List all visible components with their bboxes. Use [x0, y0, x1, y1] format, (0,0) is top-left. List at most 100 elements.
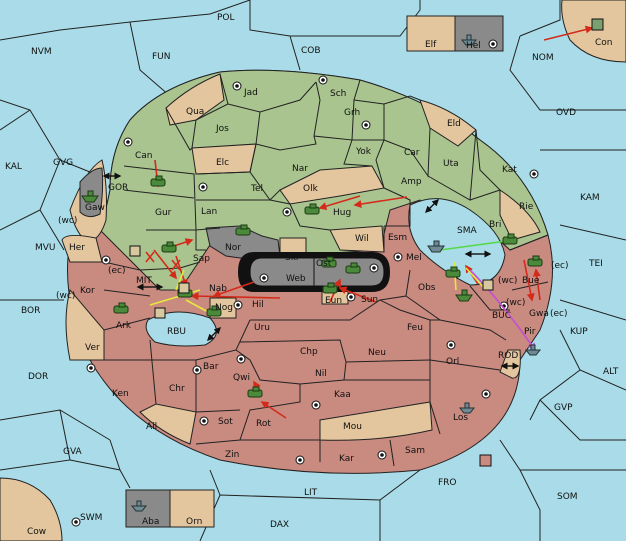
- label-ver: Ver: [85, 343, 100, 353]
- con-territory[interactable]: [561, 0, 626, 63]
- supply-marker-rbu: [154, 307, 166, 319]
- sea-label-fun: FUN: [152, 52, 171, 62]
- label-nar: Nar: [292, 164, 308, 174]
- sea-label-gva: GVA: [63, 447, 83, 457]
- her-territory[interactable]: [61, 234, 103, 263]
- label-sun: Sun: [361, 295, 378, 305]
- mou-territory[interactable]: [319, 401, 433, 441]
- label-bri: Bri: [489, 220, 501, 230]
- supply-marker-fro: [479, 454, 492, 467]
- land-borders: [103, 73, 549, 467]
- label-nil: Nil: [315, 369, 327, 379]
- label-kar: Kar: [339, 454, 354, 464]
- label-nog: Nog: [215, 303, 233, 313]
- sea-label-mit: MIT: [136, 276, 152, 286]
- grey-fleet-unit[interactable]: [524, 344, 542, 356]
- coast-tag: (wc): [56, 291, 75, 301]
- green-army-unit[interactable]: [150, 175, 166, 187]
- sea-label-alt: ALT: [603, 367, 619, 377]
- green-army-unit[interactable]: [247, 386, 263, 398]
- label-chr: Chr: [169, 384, 185, 394]
- green-army-unit[interactable]: [502, 233, 518, 245]
- label-skr: Skr: [285, 253, 300, 263]
- supply-centers: [71, 39, 539, 527]
- green-army-unit[interactable]: [445, 266, 461, 278]
- label-amp: Amp: [401, 177, 422, 187]
- eld-territory[interactable]: [419, 99, 477, 147]
- label-ost: Ost: [316, 259, 332, 269]
- label-pir: Pir: [524, 327, 536, 337]
- label-web: Web: [286, 274, 306, 284]
- qua-territory[interactable]: [165, 73, 225, 126]
- label-sot: Sot: [218, 417, 233, 427]
- green-army-unit[interactable]: [322, 282, 338, 294]
- green-army-unit[interactable]: [304, 203, 320, 215]
- label-hel: Hel: [466, 41, 481, 51]
- label-ark: Ark: [116, 321, 132, 331]
- supply-marker-buc: [482, 279, 494, 291]
- orn-territory[interactable]: [169, 489, 215, 528]
- green-army-unit[interactable]: [235, 224, 251, 236]
- label-nor: Nor: [225, 243, 241, 253]
- green-army-unit[interactable]: [113, 302, 129, 314]
- green-army-unit[interactable]: [527, 255, 543, 267]
- grey-fleet-unit[interactable]: [427, 240, 445, 253]
- label-qua: Qua: [186, 107, 204, 117]
- coast-tag: (wc): [506, 298, 525, 308]
- label-bar: Bar: [203, 362, 219, 372]
- green-army-unit[interactable]: [321, 256, 337, 268]
- label-uru: Uru: [254, 323, 270, 333]
- label-yok: Yok: [355, 147, 372, 157]
- ver-territory[interactable]: [65, 288, 105, 361]
- green-army-unit[interactable]: [345, 262, 361, 274]
- label-rie: Rie: [519, 202, 534, 212]
- label-her: Her: [69, 243, 85, 253]
- sma-sea[interactable]: [408, 198, 506, 286]
- rbu-sea[interactable]: [145, 311, 217, 347]
- ail-territory[interactable]: [139, 403, 197, 445]
- label-sch: Sch: [330, 89, 346, 99]
- sea-label-gor: GOR: [108, 183, 128, 193]
- label-rot: Rot: [256, 419, 271, 429]
- sea-label-mvu: MVU: [35, 243, 56, 253]
- grey-fleet-unit[interactable]: [458, 402, 476, 414]
- label-chp: Chp: [300, 347, 318, 357]
- sea-label-nom: NOM: [532, 53, 554, 63]
- grey-fleet-unit[interactable]: [460, 34, 478, 46]
- grey-fleet-unit[interactable]: [130, 500, 148, 512]
- sea-label-kup: KUP: [570, 327, 588, 337]
- green-army-unit[interactable]: [161, 241, 177, 253]
- units: [81, 18, 604, 512]
- label-feu: Feu: [407, 323, 423, 333]
- label-orl: Orl: [446, 357, 459, 367]
- label-eld: Eld: [447, 119, 461, 129]
- elf-territory[interactable]: [406, 15, 456, 52]
- sea-label-dor: DOR: [28, 372, 48, 382]
- label-jad: Jad: [243, 88, 258, 98]
- label-wil: Wil: [355, 234, 369, 244]
- cow-territory[interactable]: [0, 477, 63, 541]
- coast-tags: (wc) (ec) (wc) (wc) (ec) (wc) (ec): [56, 216, 569, 319]
- sea-label-kam: KAM: [580, 193, 600, 203]
- sea-label-gvp: GVP: [554, 403, 573, 413]
- label-cow: Cow: [27, 527, 46, 537]
- label-tel: Tel: [250, 184, 263, 194]
- green-fleet-unit[interactable]: [81, 190, 99, 203]
- aba-territory[interactable]: [125, 489, 171, 528]
- label-hil: Hil: [252, 300, 264, 310]
- label-ail: Ail: [146, 422, 157, 432]
- label-eun: Eun: [325, 296, 342, 306]
- sea-label-tei: TEI: [588, 259, 603, 269]
- label-elc: Elc: [216, 158, 229, 168]
- sea-label-swm: SWM: [80, 513, 102, 523]
- label-kor: Kor: [80, 286, 95, 296]
- label-gaw: Gaw: [85, 203, 105, 213]
- label-lan: Lan: [201, 207, 217, 217]
- coast-tag: (ec): [550, 309, 568, 319]
- supply-marker-mvu: [129, 245, 141, 257]
- green-fleet-unit[interactable]: [455, 289, 473, 302]
- green-army-unit[interactable]: [206, 305, 222, 317]
- label-bue: Bue: [522, 276, 540, 286]
- label-kaa: Kaa: [334, 390, 351, 400]
